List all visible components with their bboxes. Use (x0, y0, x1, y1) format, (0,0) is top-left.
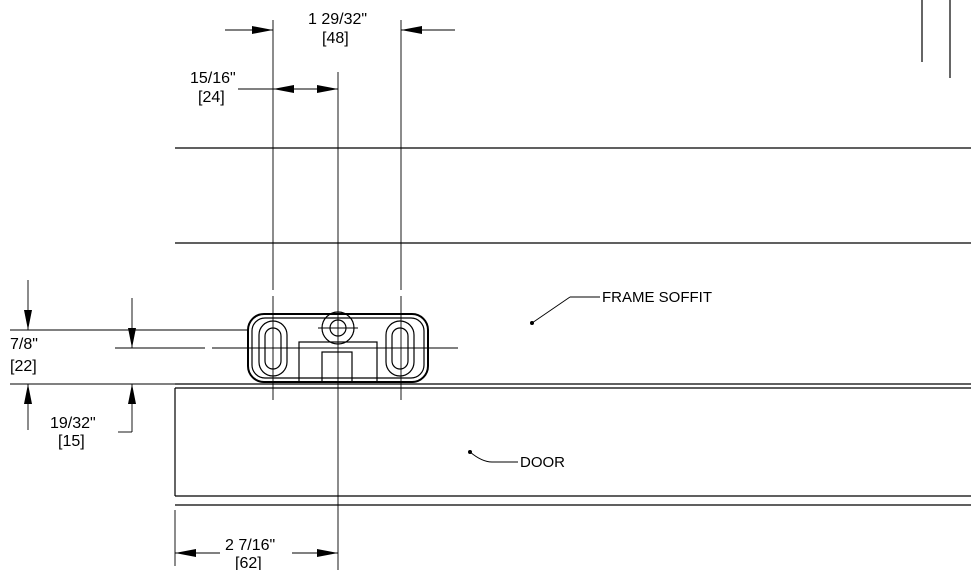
frame-soffit-label: FRAME SOFFIT (602, 289, 712, 306)
door-leader (468, 450, 518, 463)
dimension-height (10, 280, 248, 430)
half-width-metric: [24] (198, 89, 225, 106)
height-imperial: 7/8" (10, 336, 38, 353)
door-gap-imperial: 19/32" (50, 415, 96, 432)
top-width-imperial: 1 29/32" (308, 11, 367, 28)
dimension-half-width (238, 85, 338, 93)
door-offset-metric: [62] (235, 555, 262, 570)
dimension-door-offset (174, 510, 338, 566)
door-label: DOOR (520, 454, 565, 471)
right-slot (385, 320, 415, 377)
door-offset-imperial: 2 7/16" (225, 537, 275, 554)
frame-soffit-leader (530, 296, 600, 325)
half-width-imperial: 15/16" (190, 70, 236, 87)
door (174, 383, 971, 506)
height-metric: [22] (10, 358, 37, 375)
dimension-top-width (225, 26, 455, 34)
top-width-metric: [48] (322, 30, 349, 47)
dimension-door-gap (118, 298, 136, 433)
door-gap-metric: [15] (58, 433, 85, 450)
